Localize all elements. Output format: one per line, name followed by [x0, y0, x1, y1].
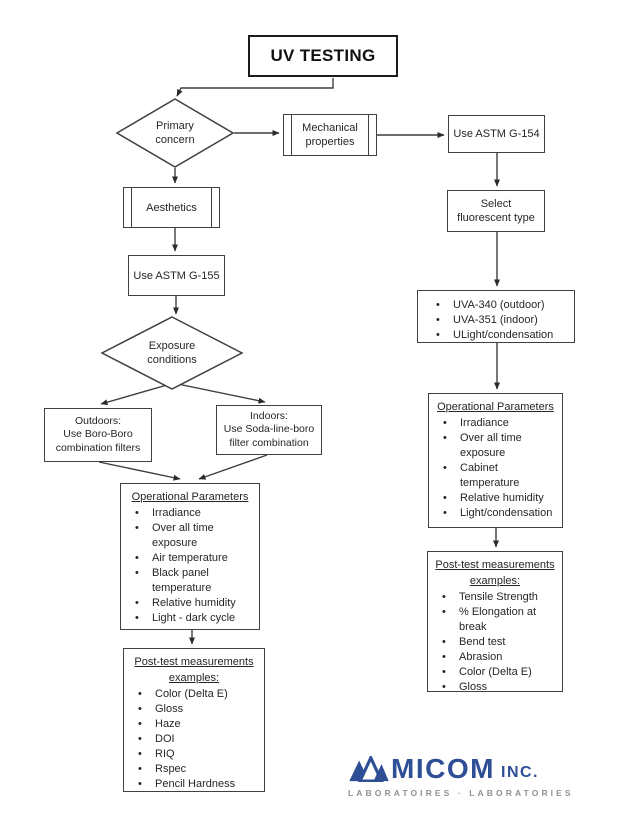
primary-concern-line2: concern — [155, 134, 195, 146]
outdoors-box: Outdoors: Use Boro-Boro combination filt… — [44, 408, 152, 462]
operational-parameters-left-title: Operational Parameters — [131, 491, 249, 503]
uv-testing-title: UV TESTING — [248, 35, 398, 77]
list-item: UVA-340 (outdoor) — [423, 298, 569, 313]
exposure-line1: Exposure — [148, 340, 196, 352]
indoors-line3: filter combination — [229, 436, 309, 449]
indoors-line1: Indoors: — [250, 409, 288, 422]
aesthetics-label: Aesthetics — [146, 201, 197, 214]
post-test-right-box: Post-test measurements examples: Tensile… — [427, 551, 563, 695]
indoors-box: Indoors: Use Soda-line-boro filter combi… — [216, 405, 322, 455]
post-test-right-list: Tensile Strength % Elongation at break B… — [433, 590, 557, 695]
exposure-line2: conditions — [147, 354, 197, 366]
exposure-conditions-diamond — [100, 316, 244, 390]
use-astm-g155-box: Use ASTM G-155 — [128, 255, 225, 296]
list-item: Pencil Hardness — [129, 777, 259, 792]
list-item: Bend test — [433, 635, 557, 650]
micom-logo-name: MICOM — [391, 753, 495, 784]
operational-parameters-left-list: Irradiance Over all time exposure Air te… — [126, 506, 254, 626]
list-item: Air temperature — [126, 551, 254, 566]
operational-parameters-left-box: Operational Parameters Irradiance Over a… — [120, 483, 260, 630]
list-item: Rspec — [129, 762, 259, 777]
operational-parameters-right-title: Operational Parameters — [437, 401, 554, 413]
list-item: Over all time exposure — [434, 431, 557, 461]
list-item: Irradiance — [126, 506, 254, 521]
list-item: Haze — [129, 717, 259, 732]
list-item: Gloss — [433, 680, 557, 695]
list-item: Black panel temperature — [126, 566, 254, 596]
list-item: % Elongation at break — [433, 605, 557, 635]
outdoors-line1: Outdoors: — [74, 414, 122, 427]
operational-parameters-right-list: Irradiance Over all time exposure Cabine… — [434, 416, 557, 521]
list-item: DOI — [129, 732, 259, 747]
list-item: RIQ — [129, 747, 259, 762]
list-item: Cabinet temperature — [434, 461, 557, 491]
use-astm-g154-label: Use ASTM G-154 — [453, 128, 540, 140]
aesthetics-box: Aesthetics — [123, 187, 220, 228]
uva-lamp-options-list: UVA-340 (outdoor) UVA-351 (indoor) ULigh… — [423, 298, 569, 343]
use-astm-g155-label: Use ASTM G-155 — [133, 269, 220, 282]
outdoors-line3: combination filters — [55, 441, 141, 454]
outdoors-line2: Use Boro-Boro — [63, 428, 133, 441]
post-test-left-box: Post-test measurements examples: Color (… — [123, 648, 265, 792]
list-item: Light - dark cycle — [126, 611, 254, 626]
list-item: Tensile Strength — [433, 590, 557, 605]
list-item: Over all time exposure — [126, 521, 254, 551]
post-test-left-title-line2: examples: — [168, 672, 220, 684]
micom-logo-suffix: INC. — [501, 764, 539, 781]
list-item: Irradiance — [434, 416, 557, 431]
uva-lamp-options-box: UVA-340 (outdoor) UVA-351 (indoor) ULigh… — [417, 290, 575, 343]
list-item: Relative humidity — [434, 491, 557, 506]
indoors-line2: Use Soda-line-boro — [223, 423, 315, 436]
connector-title-to-primary — [176, 78, 334, 97]
exposure-conditions-label: Exposure conditions — [122, 339, 222, 367]
primary-concern-diamond — [115, 98, 235, 168]
post-test-right-title-line2: examples: — [469, 575, 521, 587]
list-item: Color (Delta E) — [433, 665, 557, 680]
select-fluorescent-box: Select fluorescent type — [447, 190, 545, 232]
select-fluorescent-line1: Select — [480, 198, 512, 210]
use-astm-g154-box: Use ASTM G-154 — [448, 115, 545, 153]
post-test-right-title-line1: Post-test measurements — [435, 559, 555, 571]
list-item: Color (Delta E) — [129, 687, 259, 702]
micom-logo-tagline: LABORATOIRES · LABORATORIES — [348, 788, 574, 798]
mechanical-line2: properties — [305, 136, 355, 148]
post-test-left-list: Color (Delta E) Gloss Haze DOI RIQ Rspec… — [129, 687, 259, 792]
micom-triangles-icon — [349, 756, 389, 782]
connector-indoors-to-op-left — [198, 454, 268, 480]
mechanical-line1: Mechanical — [302, 122, 358, 134]
list-item: ULight/condensation — [423, 328, 569, 343]
list-item: Light/condensation — [434, 506, 557, 521]
primary-concern-line1: Primary — [156, 120, 194, 132]
list-item: Relative humidity — [126, 596, 254, 611]
connector-outdoors-to-op-left — [98, 461, 181, 481]
select-fluorescent-line2: fluorescent type — [457, 212, 535, 224]
mechanical-properties-box: Mechanical properties — [283, 114, 377, 156]
list-item: Abrasion — [433, 650, 557, 665]
post-test-left-title-line1: Post-test measurements — [134, 656, 254, 668]
primary-concern-label: Primary concern — [125, 119, 225, 147]
operational-parameters-right-box: Operational Parameters Irradiance Over a… — [428, 393, 563, 528]
list-item: Gloss — [129, 702, 259, 717]
list-item: UVA-351 (indoor) — [423, 313, 569, 328]
